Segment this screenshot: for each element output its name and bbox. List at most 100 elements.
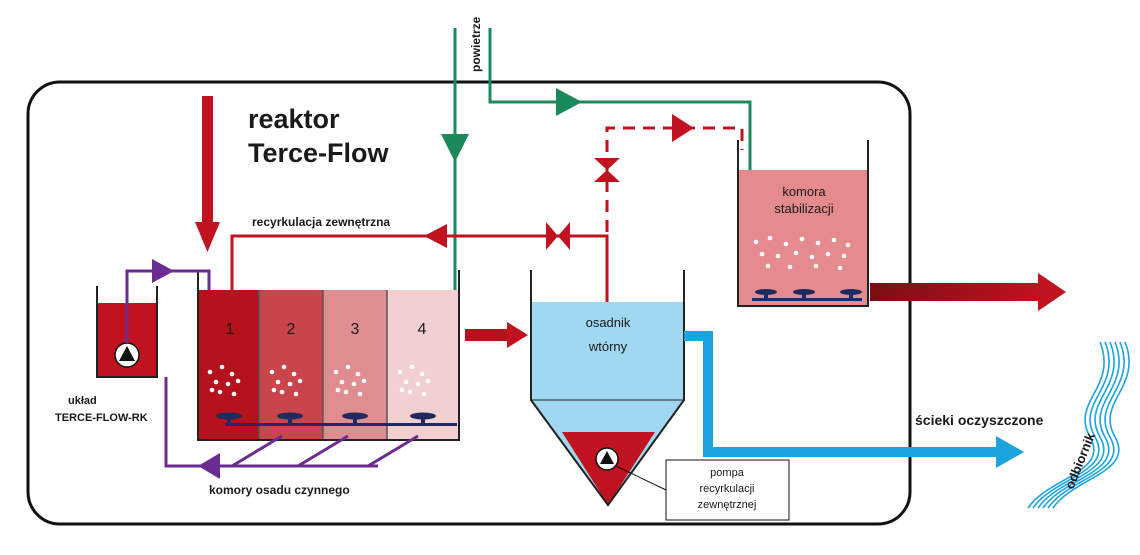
bubble [287,381,293,387]
bubble [767,235,773,241]
receiver-wave [1052,341,1130,509]
system-label-2: TERCE-FLOW-RK [55,412,148,424]
chamber-number-4: 4 [418,321,427,338]
bubble [213,379,219,385]
bubble [279,389,285,395]
system-label-1: układ [68,395,97,407]
bubble [813,263,819,269]
internal-recirculation-lines [125,269,419,468]
bubble [841,253,847,259]
pump-label-3: zewnętrznej [698,499,757,511]
bubble [339,379,345,385]
bubble [209,387,215,393]
reactor-boundary [26,80,912,526]
dashed-line-arrow [672,114,694,142]
recirculation-pump-icon [595,447,619,471]
bubble [809,254,815,260]
receiver-wave [1032,341,1110,509]
bubble [235,378,241,384]
stabilization-label-2: stabilizacji [774,201,833,216]
bubble [343,389,349,395]
bubble [333,369,339,375]
bubble [271,387,277,393]
bubble [291,371,297,377]
flow-to-settler-arrow [465,322,528,348]
bubble [759,251,765,257]
receiver-wave [1037,341,1115,509]
chamber-diffusers [216,412,457,426]
rk-pump-icon [114,342,140,368]
treated-sewage-label: ścieki oczyszczone [915,412,1044,428]
pump-label-1: pompa [710,467,745,479]
bubble [409,364,415,370]
bubble [293,391,299,397]
bubble [219,364,225,370]
pump-callout-box [665,459,790,521]
bubble [793,250,799,256]
bubble [775,253,781,259]
recirculation-label: recyrkulacja zewnętrzna [252,215,390,229]
bubble [403,379,409,385]
bubble [335,387,341,393]
bubble [815,240,821,246]
bubble [275,379,281,385]
bubble [753,239,759,245]
bubble [407,389,413,395]
title-line1: reaktor [248,104,340,134]
bubble [415,381,421,387]
stabilization-diffusers [752,289,862,301]
bubble [831,237,837,243]
stabilization-chamber [737,140,869,307]
settler-label-1: osadnik [586,315,631,330]
chambers-label: komory osadu czynnego [209,483,350,497]
bubble [345,364,351,370]
receiver-waves [1027,341,1130,509]
recirculation-arrow [424,224,447,248]
pump-label-2: recyrkulacji [699,483,754,495]
settler-label-2: wtórny [588,339,628,354]
bubble [419,371,425,377]
purple-up-arrow [152,259,174,283]
air-right-arrow [556,88,582,116]
purple-left-arrow [198,453,220,479]
bubble [425,378,431,384]
bubble [355,371,361,377]
pump-callout-line [615,465,667,491]
bubble [787,264,793,270]
bubble [217,389,223,395]
bubble [845,242,851,248]
bubble [225,381,231,387]
receiver-wave [1027,341,1105,509]
stabilization-label-1: komora [782,184,826,199]
sludge-output-arrow [870,273,1066,311]
bubble [229,371,235,377]
bubble [421,391,427,397]
bubble [825,251,831,257]
chamber-bubbles [207,364,431,397]
bubble [783,241,789,247]
bubble [361,378,367,384]
bubble [297,378,303,384]
air-down-arrow [441,134,469,162]
valve-vertical [594,158,620,182]
chamber-number-1: 1 [226,321,235,338]
bubble [281,364,287,370]
bubble [269,369,275,375]
treated-sewage-line [684,331,1024,468]
bubble [351,381,357,387]
receiver-wave [1042,341,1120,509]
chamber-number-3: 3 [351,321,360,338]
chamber-number-2: 2 [287,321,296,338]
receiver-wave [1047,341,1125,509]
bubble [799,236,805,242]
bubble [765,263,771,269]
dashed-sludge-line [605,126,744,232]
bubble [207,369,213,375]
bubble [399,387,405,393]
air-label: powietrze [469,16,483,72]
bubble [357,391,363,397]
bubble [837,265,843,271]
valve-horizontal [546,222,570,250]
